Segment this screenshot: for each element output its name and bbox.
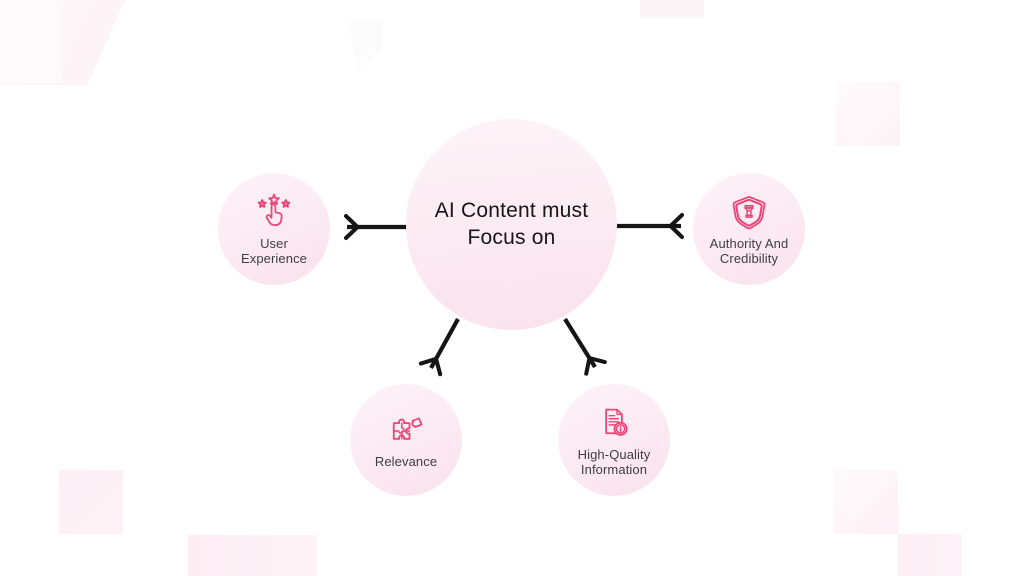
shield-rook-badge-icon	[728, 192, 770, 234]
arrow-down-right	[563, 317, 607, 376]
node-label: Authority And Credibility	[709, 236, 789, 266]
center-node[interactable]: AI Content must Focus on	[406, 119, 617, 330]
document-info-badge-icon	[593, 403, 635, 445]
node-high-quality-information[interactable]: High-Quality Information	[558, 384, 670, 496]
puzzle-pieces-icon	[385, 410, 427, 452]
node-relevance[interactable]: Relevance	[350, 384, 462, 496]
node-label: High-Quality Information	[577, 447, 651, 477]
arrow-down-left	[418, 317, 460, 377]
center-node-label: AI Content must Focus on	[434, 199, 589, 249]
node-authority-credibility[interactable]: Authority And Credibility	[693, 173, 805, 285]
node-user-experience[interactable]: User Experience	[218, 173, 330, 285]
node-label: Relevance	[374, 454, 438, 470]
hand-tap-stars-rating-icon	[253, 192, 295, 234]
node-label: User Experience	[240, 236, 308, 266]
